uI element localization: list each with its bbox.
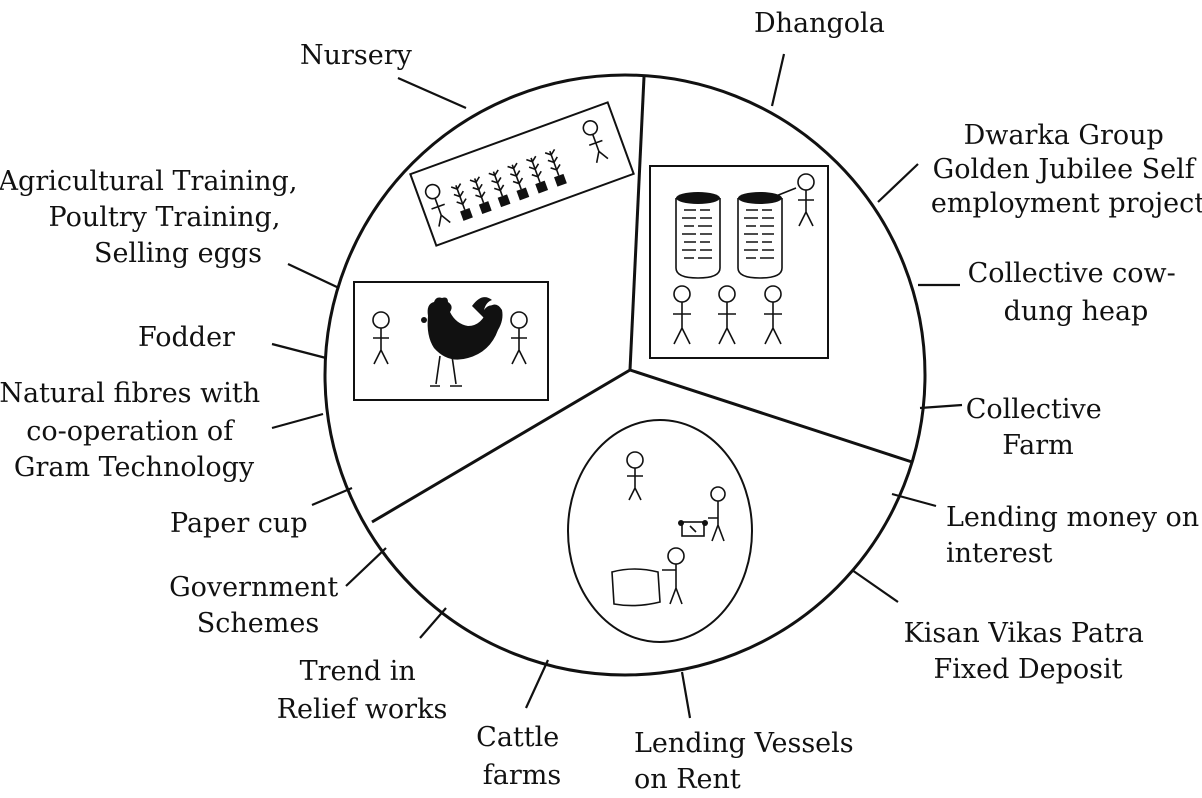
label-agri: Agricultural Training, Poultry Training,… [0,166,306,269]
label-dhangola: Dhangola [754,8,885,39]
storage-bin-icon [737,192,783,279]
label-kisan: Kisan Vikas Patra Fixed Deposit [904,618,1153,685]
label-govt: Government Schemes [169,572,347,639]
poultry-panel [353,281,549,401]
label-papercup: Paper cup [170,508,308,539]
leader-nursery [397,76,467,110]
bin-pole [775,187,797,197]
label-dwarka: Dwarka Group Golden Jubilee Self employm… [931,120,1202,219]
lending-panel [567,419,753,643]
stick-figure-icon [626,451,644,501]
plant-icon [469,176,492,214]
label-farm: Collective Farm [966,394,1111,461]
leader-kisan [851,569,899,603]
stick-figure-icon [797,173,815,227]
labels: Nursery Dhangola Dwarka Group Golden Jub… [0,8,1202,795]
plant-icon [507,162,530,201]
leader-govt [345,547,387,587]
plant-icon [450,183,473,221]
stick-figure-icon [582,120,609,163]
leader-fodder [271,342,327,360]
divider-right [629,368,913,464]
stick-figure-icon [764,285,782,345]
sheet-icon [611,568,661,607]
storage-bin-icon [675,192,721,279]
label-fodder: Fodder [138,322,235,353]
main-circle [323,73,927,677]
plant-icon [488,169,511,208]
leader-vessels [680,671,692,719]
lending-frame [567,419,753,643]
leader-dwarka [877,163,919,203]
leader-fibres [271,412,324,430]
label-vessels: Lending Vessels on Rent [634,728,862,795]
label-trend: Trend in Relief works [277,656,448,725]
plant-icon [526,155,549,194]
rooster-icon [421,297,503,387]
divider-top [628,76,646,371]
leader-cattle [525,659,549,709]
stick-figure-icon [708,486,726,542]
stick-figure-icon [372,311,390,365]
stick-figure-icon [510,311,528,365]
leader-dhangola [770,53,786,107]
leader-lines [271,53,963,719]
cart-icon [678,520,708,537]
stick-figure-icon [662,547,685,605]
divider-left [371,368,631,524]
stick-figure-icon [718,285,736,345]
label-cattle: Cattle farms [476,722,568,791]
label-cowdung: Collective cow- dung heap [968,258,1185,327]
leader-agri [287,263,340,289]
nursery-frame [409,101,635,247]
stick-figure-icon [673,285,691,345]
storage-frame [649,165,829,359]
plant-icon [544,148,567,187]
label-fibres: Natural fibres with co-operation of Gram… [0,378,269,483]
leader-papercup [311,486,353,507]
label-lending-money: Lending money on interest [946,502,1202,569]
poultry-frame [353,281,549,401]
nursery-panel [409,101,635,247]
leader-farm [919,403,963,410]
leader-lending-money [891,492,937,508]
leader-trend [419,607,447,639]
label-nursery: Nursery [300,40,413,71]
storage-panel [649,165,829,359]
stick-figure-icon [424,183,451,227]
